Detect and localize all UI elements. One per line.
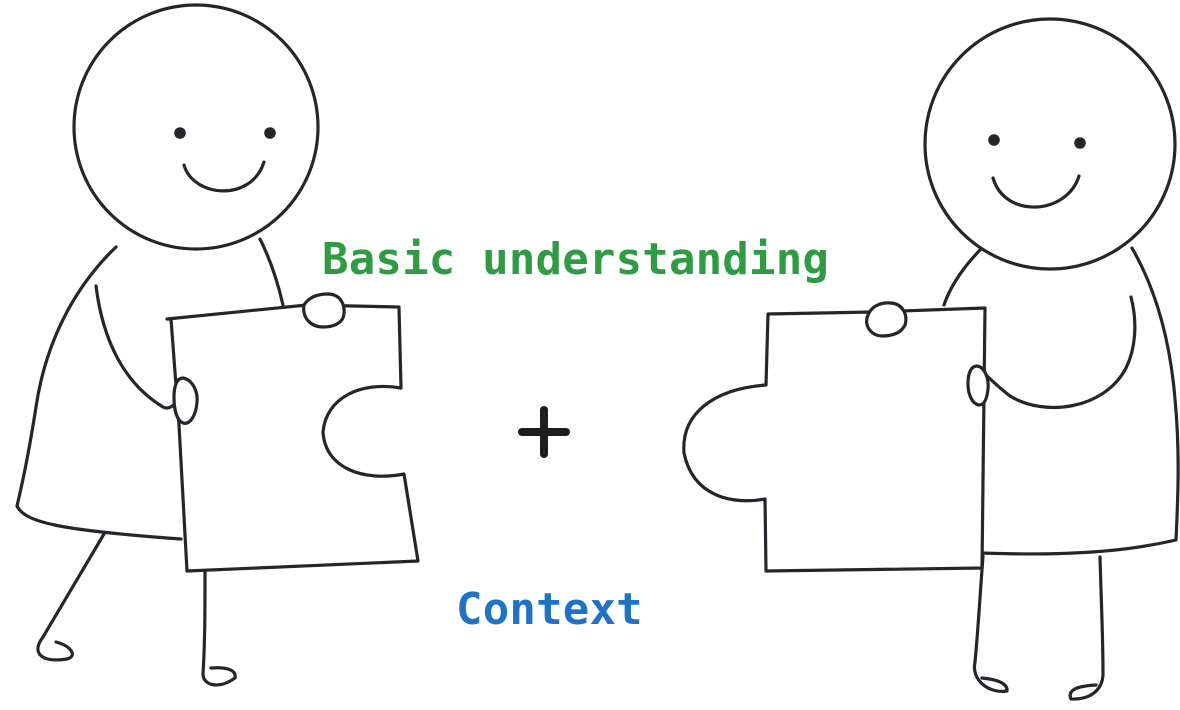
left-head	[72, 3, 320, 251]
left-smile	[182, 160, 266, 193]
left-hand-side	[172, 376, 199, 425]
left-puzzle-piece	[165, 303, 420, 573]
context-label: Context	[456, 584, 643, 635]
right-character	[682, 17, 1180, 701]
basic-understanding-label: Basic understanding	[322, 234, 830, 285]
right-hand-top	[865, 301, 908, 338]
right-leg-back	[972, 554, 1009, 693]
right-eye-right	[1074, 137, 1086, 149]
left-arm	[94, 284, 184, 410]
left-leg-back	[201, 569, 237, 687]
right-shoulder-line	[942, 246, 984, 307]
right-hand-side	[966, 364, 990, 407]
left-eye-left	[174, 127, 186, 139]
left-body-outline	[15, 245, 183, 541]
right-eye-left	[988, 134, 1000, 146]
plus-icon-svg	[518, 406, 570, 458]
left-eye-right	[264, 127, 276, 139]
right-arm	[981, 295, 1137, 410]
left-hand-top	[302, 292, 346, 329]
plus-icon	[515, 403, 573, 461]
left-character	[15, 3, 420, 687]
right-smile	[991, 174, 1081, 209]
right-leg-front	[1068, 555, 1105, 701]
right-puzzle-piece	[682, 306, 987, 573]
left-leg-front	[36, 532, 106, 662]
right-head	[923, 17, 1177, 271]
left-back-line	[258, 237, 285, 307]
right-body-outline	[978, 246, 1180, 556]
